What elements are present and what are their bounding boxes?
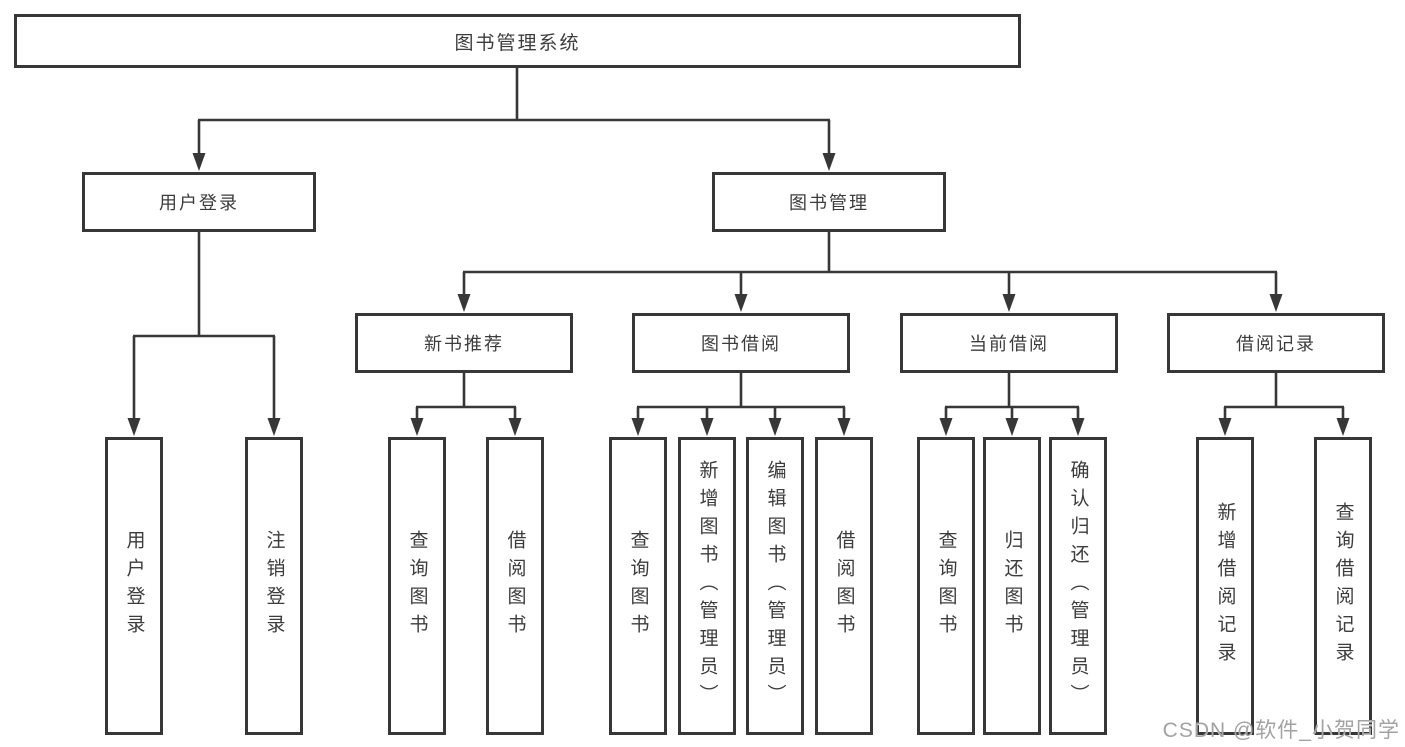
node-label: 新增借阅记录: [1214, 502, 1236, 670]
leaf-edit-book-admin: 编辑图书（管理员）: [746, 437, 804, 735]
node-label: 借阅图书: [833, 530, 855, 642]
node-root-library-system: 图书管理系统: [14, 14, 1021, 68]
leaf-add-borrow-record: 新增借阅记录: [1196, 437, 1254, 735]
connector-currentborrow-to-leaves: [939, 373, 1085, 436]
node-label: 确认归还（管理员）: [1067, 460, 1089, 712]
node-new-book-recommend: 新书推荐: [355, 313, 573, 373]
connector-userlogin-to-leaves: [127, 232, 281, 436]
node-label: 图书管理: [789, 193, 869, 213]
leaf-newbook-borrow-books: 借阅图书: [486, 437, 544, 735]
leaf-user-login: 用户登录: [105, 437, 163, 735]
node-borrow-record: 借阅记录: [1167, 313, 1385, 373]
connector-newbook-to-leaves: [410, 373, 522, 436]
leaf-newbook-query-books: 查询图书: [388, 437, 446, 735]
leaf-borrow-query-books: 查询图书: [609, 437, 667, 735]
node-label: 图书管理系统: [454, 32, 581, 54]
node-book-management-branch: 图书管理: [712, 172, 946, 232]
node-label: 归还图书: [1001, 530, 1023, 642]
node-label: 新书推荐: [424, 334, 504, 354]
leaf-logout: 注销登录: [245, 437, 303, 735]
connector-root-to-level2: [192, 68, 836, 171]
connector-borrowrecord-to-leaves: [1218, 373, 1350, 436]
leaf-return-books: 归还图书: [983, 437, 1041, 735]
node-label: 新增图书（管理员）: [696, 460, 718, 712]
leaf-add-book-admin: 新增图书（管理员）: [678, 437, 736, 735]
node-book-borrow: 图书借阅: [632, 313, 850, 373]
node-label: 当前借阅: [969, 334, 1049, 354]
node-label: 查询图书: [627, 530, 649, 642]
node-label: 查询图书: [406, 530, 428, 642]
node-label: 编辑图书（管理员）: [764, 460, 786, 712]
node-label: 图书借阅: [701, 334, 781, 354]
connector-bookmgmt-to-level3: [457, 232, 1283, 312]
node-label: 用户登录: [123, 530, 145, 642]
node-label: 用户登录: [159, 193, 239, 213]
node-label: 借阅记录: [1236, 334, 1316, 354]
leaf-query-borrow-record: 查询借阅记录: [1314, 437, 1372, 735]
node-user-login-branch: 用户登录: [82, 172, 316, 232]
node-label: 查询图书: [935, 530, 957, 642]
connector-bookborrow-to-leaves: [631, 373, 851, 436]
leaf-current-query-books: 查询图书: [917, 437, 975, 735]
leaf-borrow-borrow-books: 借阅图书: [815, 437, 873, 735]
node-label: 查询借阅记录: [1332, 502, 1354, 670]
node-label: 借阅图书: [504, 530, 526, 642]
node-current-borrow: 当前借阅: [900, 313, 1118, 373]
leaf-confirm-return-admin: 确认归还（管理员）: [1049, 437, 1107, 735]
node-label: 注销登录: [263, 530, 285, 642]
